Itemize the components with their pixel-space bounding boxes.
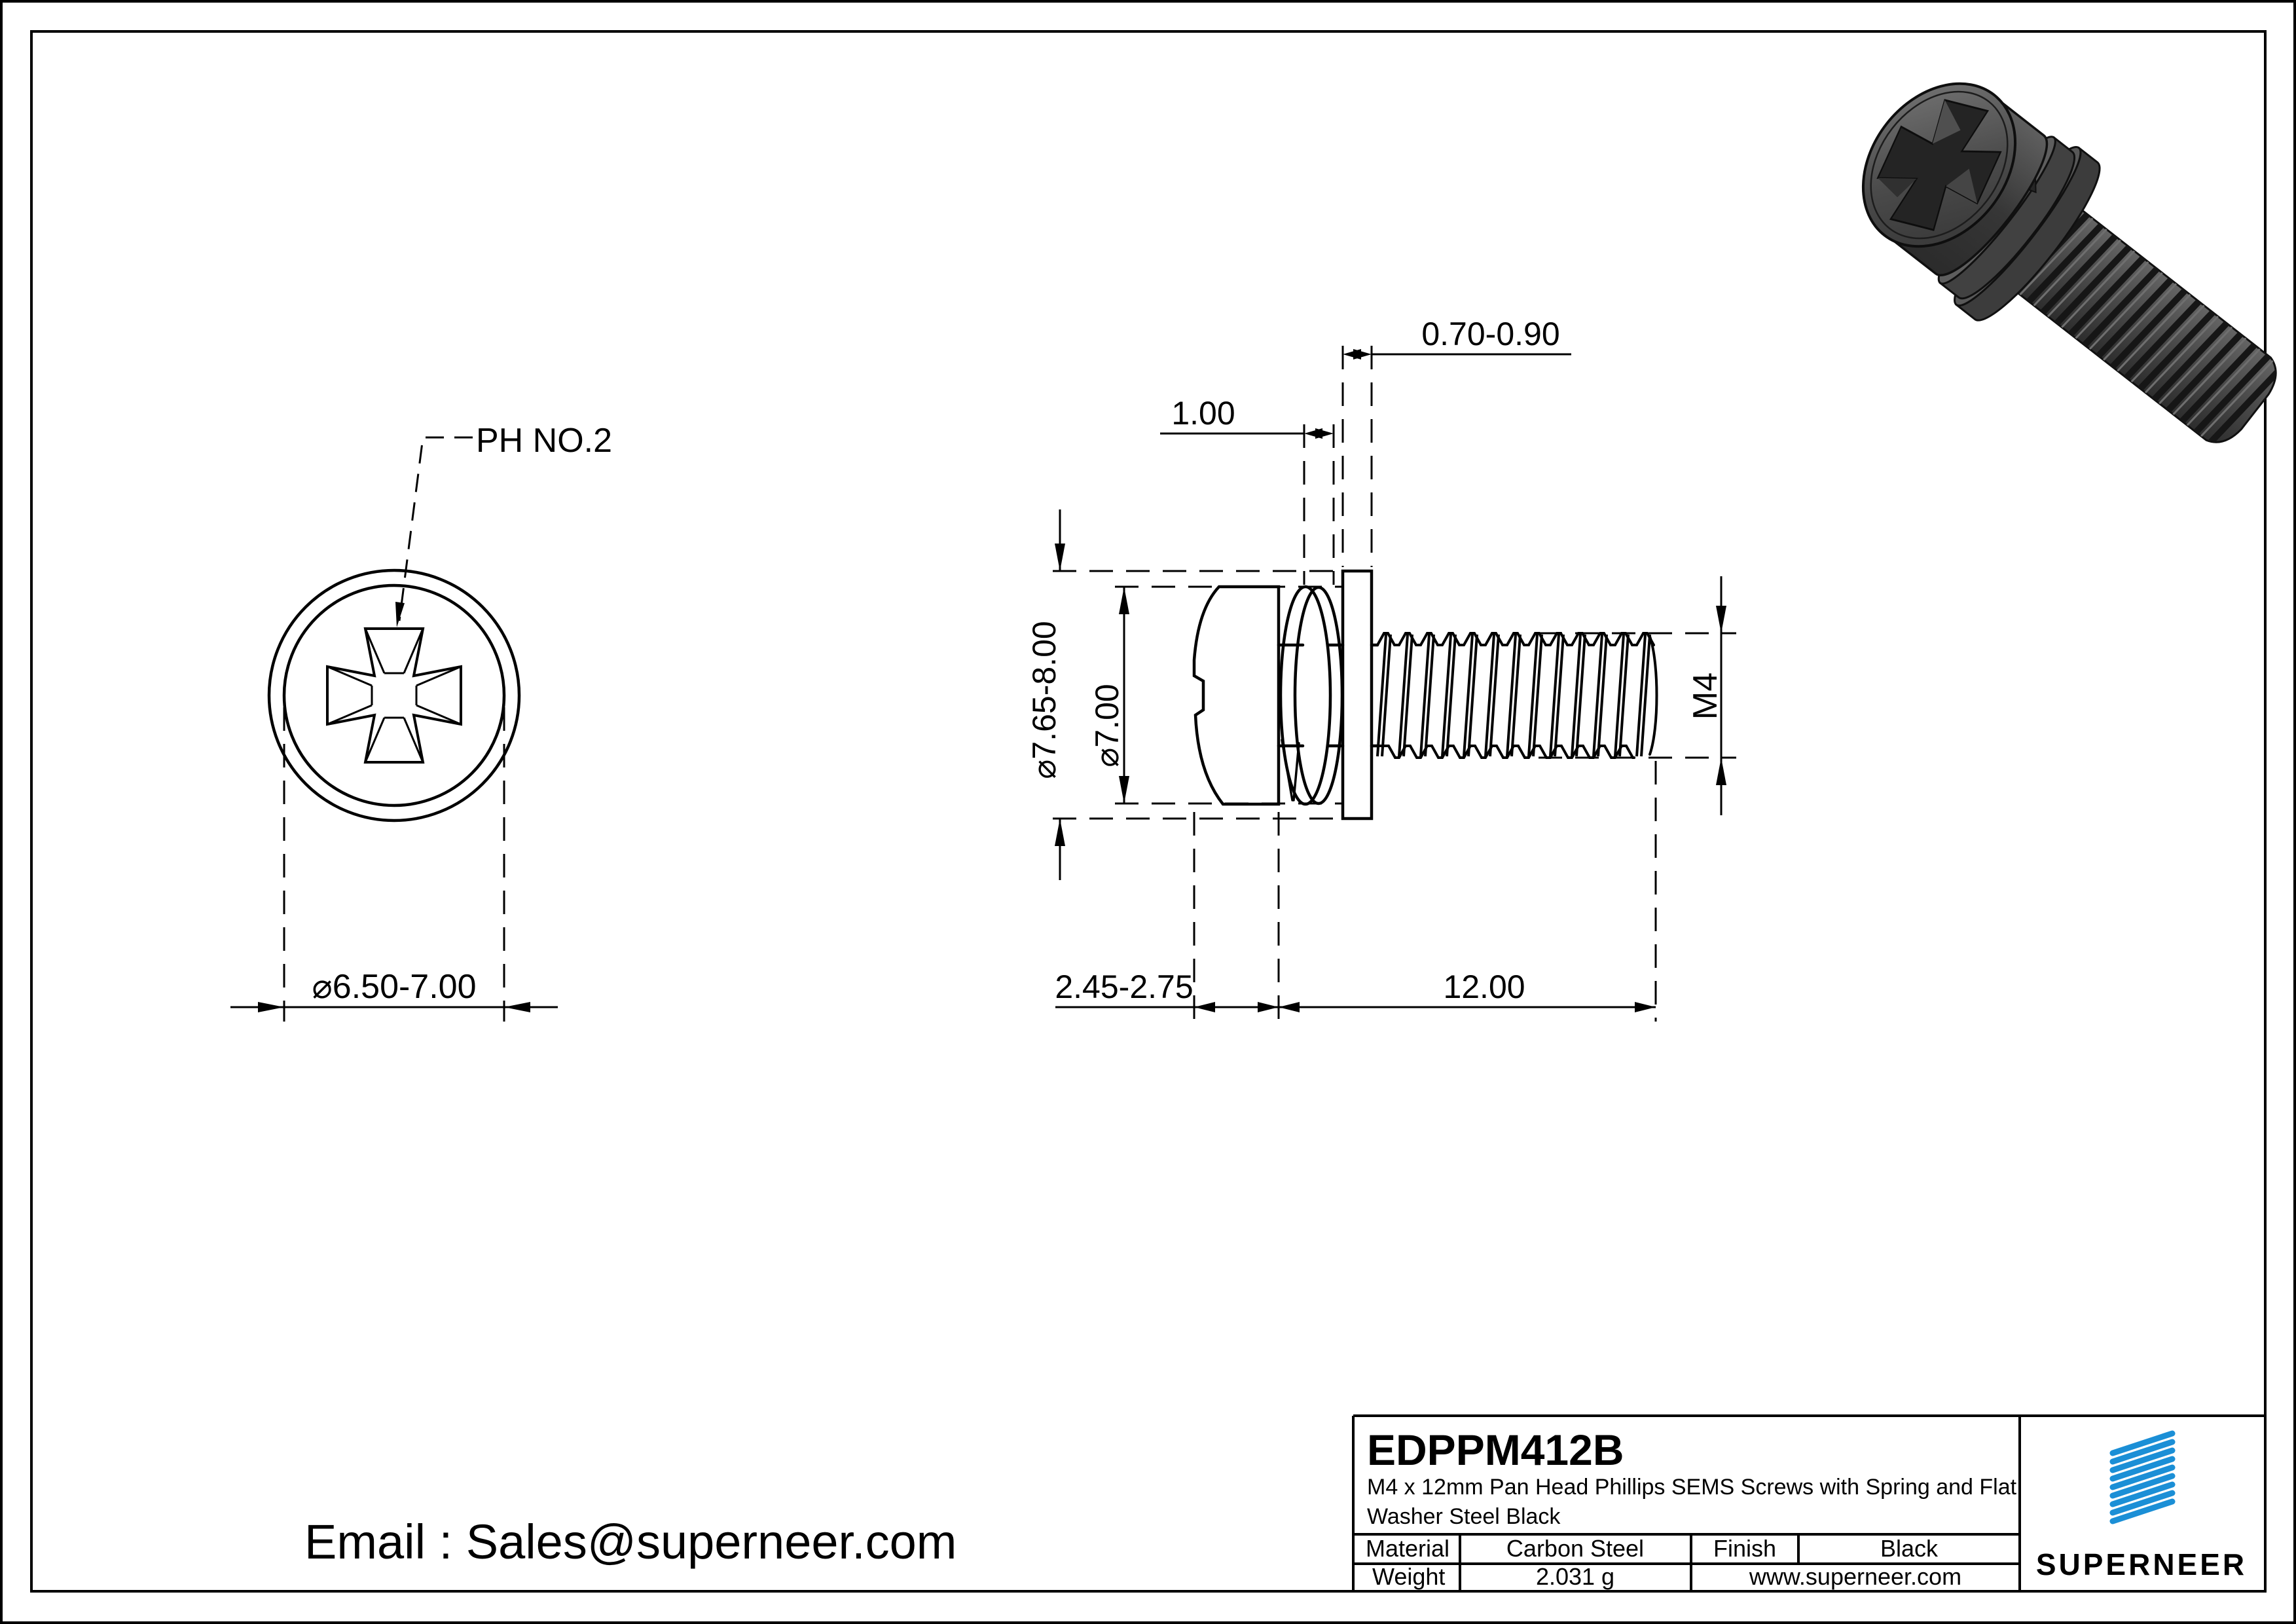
dim-washer-thk-arrow-r — [1353, 349, 1372, 360]
phillips-cross-facets — [327, 628, 462, 763]
website-link[interactable]: www.superneer.com — [1749, 1563, 1961, 1590]
spring-washer-split — [1281, 739, 1300, 802]
thread-end-cap — [1649, 635, 1658, 756]
recess-leader-arrow — [395, 602, 405, 627]
weight-value: 2.031 g — [1536, 1563, 1614, 1590]
dim-thread-arrow-top — [1716, 606, 1726, 633]
dim-washer-od-arrow-bottom — [1055, 819, 1065, 846]
head-profile — [1192, 585, 1281, 806]
material-value: Carbon Steel — [1506, 1535, 1644, 1562]
washer-outline-circle — [267, 568, 521, 822]
dim-thread-length-arrow-r — [1635, 1002, 1656, 1012]
email-contact: Email : Sales@superneer.com — [304, 1515, 957, 1569]
inner-border — [30, 30, 2267, 1593]
weight-label: Weight — [1372, 1563, 1445, 1590]
recess-leader-line — [398, 436, 473, 621]
head-od-label: ⌀7.00 — [1089, 684, 1125, 767]
flat-washer — [1341, 569, 1374, 821]
front-dim-arrow-left — [258, 1002, 284, 1012]
head-outline-circle — [282, 583, 506, 807]
shank-stub-lines — [1277, 643, 1379, 748]
brand-logo: SUPERNEER — [2036, 1430, 2247, 1581]
thread-spec-label: M4 — [1686, 673, 1724, 720]
washer-thickness-label: 0.70-0.90 — [1421, 316, 1559, 352]
dim-thread-length-arrow-l — [1279, 1002, 1300, 1012]
front-head-diameter-label: ⌀6.50-7.00 — [312, 968, 476, 1006]
dim-head-od-arrow-bottom — [1119, 776, 1129, 803]
spring-washer-outline-2 — [1293, 585, 1344, 805]
part-number: EDPPM412B — [1367, 1426, 1624, 1474]
finish-value: Black — [1880, 1535, 1939, 1562]
dim-head-height-arrow-r — [1258, 1002, 1279, 1012]
part-description-line1: M4 x 12mm Pan Head Phillips SEMS Screws … — [1367, 1475, 2017, 1500]
screw-3d-render — [1861, 82, 2286, 447]
material-label: Material — [1366, 1535, 1449, 1562]
render-head-rim — [1870, 90, 2009, 240]
thread-bottom-profile — [1376, 745, 1635, 759]
dim-head-height-arrow-l — [1194, 1002, 1215, 1012]
finish-label: Finish — [1713, 1535, 1776, 1562]
part-description-line2: Washer Steel Black — [1367, 1504, 1561, 1529]
title-block-grid — [1352, 1414, 2265, 1591]
dim-spring-thk-arrow-r — [1315, 428, 1334, 439]
washer-od-label: ⌀7.65-8.00 — [1026, 621, 1063, 779]
thread-length-label: 12.00 — [1443, 969, 1525, 1005]
head-height-label: 2.45-2.75 — [1055, 969, 1193, 1005]
side-view: 0.70-0.90 1.00 ⌀7.65-8.00 ⌀7.00 M4 2.45-… — [1026, 316, 1736, 1022]
phillips-cross-outline — [326, 627, 462, 764]
front-view: PH NO.2 ⌀6.50-7.00 — [230, 422, 612, 1022]
dim-thread-arrow-bottom — [1716, 758, 1726, 785]
brand-logo-stripes — [2109, 1430, 2176, 1524]
dim-washer-od-arrow-top — [1055, 544, 1065, 571]
dim-head-od-arrow-top — [1119, 587, 1129, 614]
front-dim-arrow-right — [504, 1002, 530, 1012]
brand-name: SUPERNEER — [2036, 1547, 2247, 1581]
thread-helix-lines — [1376, 634, 1651, 757]
spring-thickness-label: 1.00 — [1171, 395, 1235, 432]
recess-label: PH NO.2 — [476, 422, 612, 460]
render-phillips-recess — [1876, 99, 2002, 231]
title-block: EDPPM412B M4 x 12mm Pan Head Phillips SE… — [1352, 1414, 2265, 1591]
